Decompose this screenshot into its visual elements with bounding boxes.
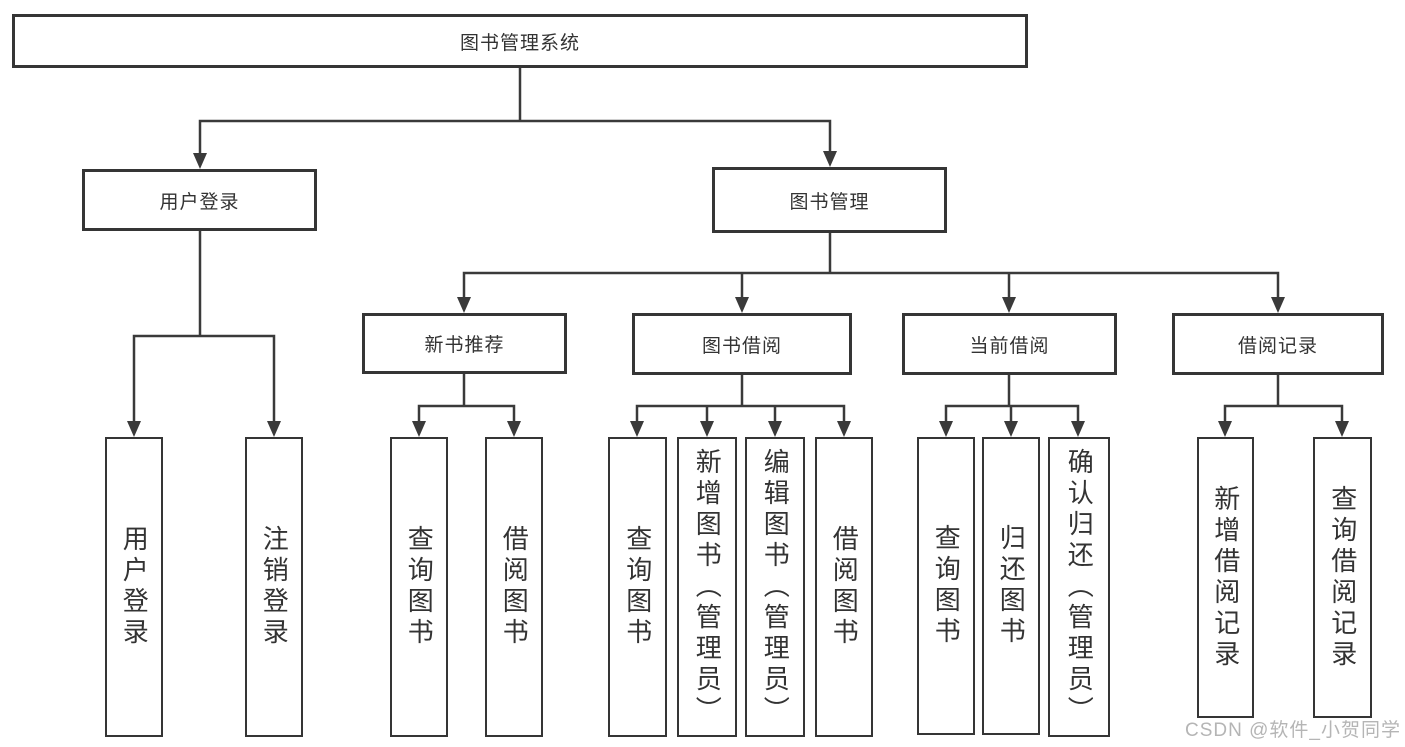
node-user-login: 用户登录 xyxy=(82,169,317,231)
node-leaf-edit-books-admin: 编辑图书（管理员） xyxy=(745,437,805,737)
node-leaf-query-borrow-record: 查询借阅记录 xyxy=(1313,437,1372,718)
node-leaf-query-books-1: 查询图书 xyxy=(390,437,448,737)
node-borrowing-records: 借阅记录 xyxy=(1172,313,1384,375)
node-library-management-system: 图书管理系统 xyxy=(12,14,1028,68)
node-leaf-user-login: 用户登录 xyxy=(105,437,163,737)
node-leaf-return-books: 归还图书 xyxy=(982,437,1040,735)
node-leaf-add-borrow-record: 新增借阅记录 xyxy=(1197,437,1254,718)
node-book-borrowing: 图书借阅 xyxy=(632,313,852,375)
node-current-borrowing: 当前借阅 xyxy=(902,313,1117,375)
node-leaf-add-books-admin: 新增图书（管理员） xyxy=(677,437,737,737)
node-leaf-borrow-books-2: 借阅图书 xyxy=(815,437,873,737)
node-new-book-recommendation: 新书推荐 xyxy=(362,313,567,374)
node-leaf-query-books-3: 查询图书 xyxy=(917,437,975,735)
node-leaf-borrow-books-1: 借阅图书 xyxy=(485,437,543,737)
node-leaf-confirm-return-admin: 确认归还（管理员） xyxy=(1048,437,1110,737)
connector-line-path xyxy=(132,65,1344,426)
node-leaf-logout: 注销登录 xyxy=(245,437,303,737)
csdn-watermark: CSDN @软件_小贺同学 xyxy=(1185,720,1401,741)
node-book-management: 图书管理 xyxy=(712,167,947,233)
node-leaf-query-books-2: 查询图书 xyxy=(608,437,667,737)
